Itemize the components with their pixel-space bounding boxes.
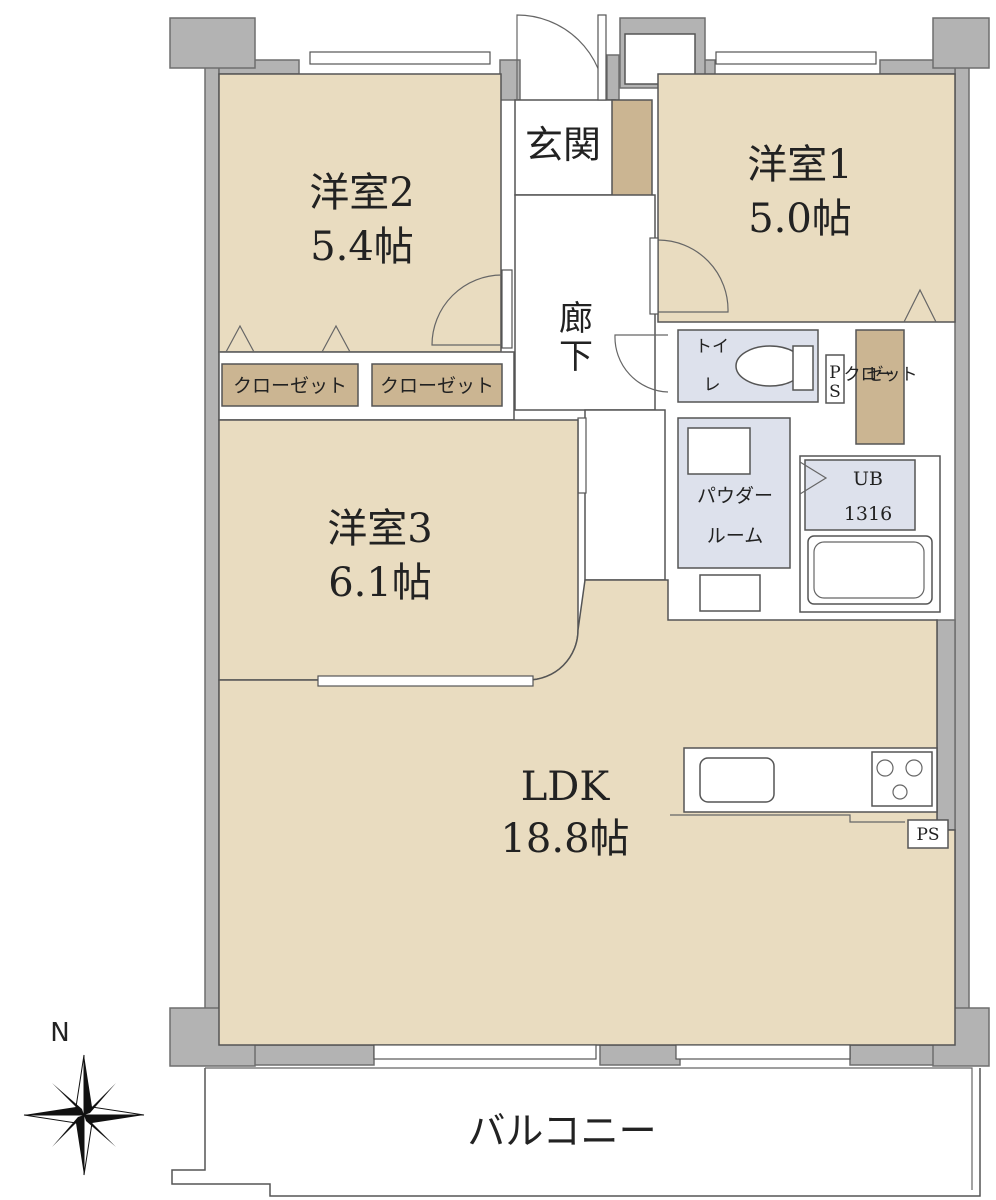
closet-left-label: クローゼット: [233, 375, 347, 397]
ub-label-1: UB: [853, 468, 883, 490]
balcony-label: バルコニー: [467, 1109, 656, 1153]
room-western3-name: 洋室3: [327, 506, 432, 552]
unit-bath: UB 1316: [799, 455, 941, 613]
closet-vertical-label-2: ゼット: [867, 365, 918, 385]
closet-vertical-label-1: クロー: [844, 365, 895, 385]
door-western1-swing: [657, 239, 729, 313]
room-ldk-size: 18.8帖: [500, 816, 629, 862]
washing-machine-icon: [687, 427, 751, 475]
room-western1-size: 5.0帖: [748, 196, 852, 242]
pipe-shaft-ps: [825, 354, 845, 404]
bathtub-icon: [807, 535, 933, 605]
room-western2-size: 5.4帖: [310, 224, 414, 270]
powder-label-2: ルーム: [707, 525, 763, 547]
front-door-swing: [516, 14, 606, 101]
closets-row: クローゼット クローゼット: [218, 324, 515, 444]
stove-icon: [871, 751, 933, 807]
ps-kitchen-label: PS: [916, 825, 939, 845]
door-toilet-swing: [614, 334, 669, 393]
powder-label-1: パウダー: [697, 485, 773, 507]
closet-left: [221, 363, 359, 407]
room-western2-name: 洋室2: [309, 170, 414, 216]
ps-top-label-2: S: [829, 382, 841, 402]
room-western1-name: 洋室1: [747, 142, 852, 188]
room-western1: [657, 73, 956, 323]
room-western3-size: 6.1帖: [328, 560, 432, 606]
closet-right: [371, 363, 503, 407]
ub-label-2: 1316: [844, 503, 892, 525]
balcony: [171, 1067, 981, 1197]
toilet-label-2: レ: [704, 375, 721, 395]
compass-icon: N: [23, 1018, 145, 1176]
column-nw: [169, 17, 256, 69]
toilet-label-1: トイ: [695, 337, 729, 357]
column-ne: [932, 17, 990, 69]
compass-north-label: N: [50, 1018, 69, 1048]
closet-right-label: クローゼット: [380, 375, 494, 397]
entrance-label: 玄関: [525, 123, 601, 167]
windows: [309, 51, 877, 1060]
room-western2: [218, 73, 502, 353]
hallway-label-1: 廊: [559, 299, 593, 339]
toilet-tank-icon: [792, 345, 814, 391]
pipe-shaft-kitchen: [907, 819, 949, 849]
hallway-label-2: 下: [559, 337, 593, 377]
powder-room: パウダー ルーム: [677, 417, 791, 612]
washbasin-icon: [699, 574, 761, 612]
closet-vertical: [855, 329, 905, 445]
room-ldk-name: LDK: [521, 764, 611, 810]
kitchen-counter: PS: [670, 747, 949, 849]
ps-top-label-1: P: [829, 363, 840, 383]
hallway: 廊 下: [431, 194, 729, 663]
door-western2-swing: [431, 274, 503, 346]
kitchen-sink-icon: [699, 757, 775, 803]
toilet-room: トイ レ P S クロー ゼット: [677, 288, 937, 445]
